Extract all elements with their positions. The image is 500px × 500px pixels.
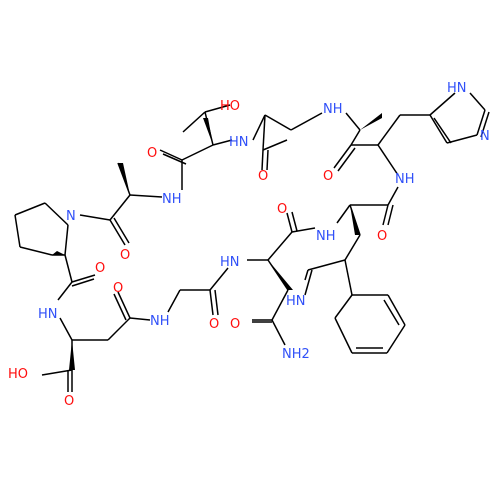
nh-his-label: NH [395, 172, 415, 187]
n-pro-label: N [66, 209, 76, 224]
nh-indole-label: HN [286, 294, 306, 309]
oxygen-ala-label: O [120, 248, 130, 263]
nh-gly2b-label: HN [220, 255, 240, 270]
oxygen-gly1-label: O [258, 169, 268, 184]
nh-gly2-label: NH [150, 314, 170, 329]
oxygen-gly2-label: O [209, 317, 219, 332]
oxygen-thr-co-label: O [147, 146, 157, 161]
nh-asp-label: HN [38, 307, 58, 322]
oxygen-acid-label: O [64, 394, 74, 409]
nh-imidazole-label: HN [447, 81, 467, 96]
nh2-asn-label: NH2 [282, 347, 310, 362]
oxygen-trp-label: O [377, 229, 387, 244]
oxygen-his-co-label: O [323, 169, 333, 184]
n-imidazole-label: N [480, 129, 490, 144]
bond-skeleton [14, 92, 490, 392]
hydroxyl-thr-label: HO [220, 99, 240, 114]
oxygen-asn-amide-label: O [230, 317, 240, 332]
hydroxyl-acid-label: HO [8, 367, 28, 382]
nh-ala-label: NH [162, 192, 182, 207]
oxygen-asp-side-label: O [113, 281, 123, 296]
nh-asn-label: NH [316, 229, 336, 244]
stereo-wedges [52, 113, 382, 370]
nh-gly1-label: NH [323, 102, 343, 117]
nh-thr-label: HN [229, 135, 249, 150]
oxygen-pro-label: O [95, 261, 105, 276]
oxygen-asn-co-label: O [277, 202, 287, 217]
